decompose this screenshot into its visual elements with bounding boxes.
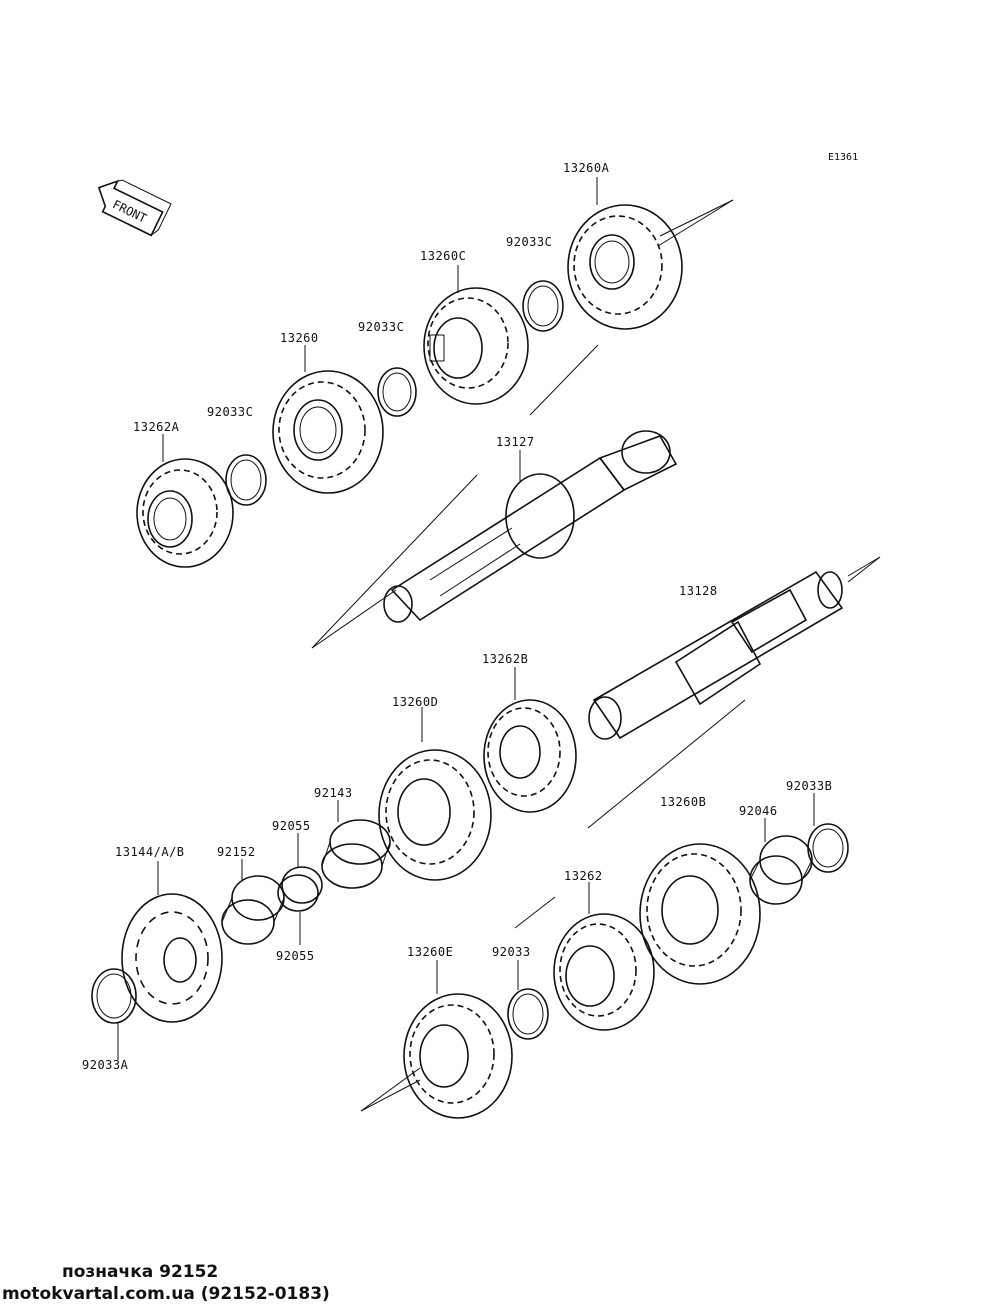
- label-13262B: 13262B: [482, 652, 528, 666]
- label-92033C-3: 92033C: [207, 405, 253, 419]
- label-13260D: 13260D: [392, 695, 438, 709]
- footer-source: motokvartal.com.ua (92152-0183): [2, 1284, 330, 1304]
- footer-part-note: позначка 92152: [62, 1262, 219, 1282]
- gear-13260D: [378, 749, 492, 881]
- label-92055-top: 92055: [272, 819, 311, 833]
- diagram-code: E1361: [828, 152, 858, 163]
- label-92033C-2: 92033C: [358, 320, 404, 334]
- label-92152: 92152: [217, 845, 256, 859]
- label-13144-A-B: 13144/A/B: [115, 845, 185, 859]
- shaft-13128: [588, 570, 844, 740]
- shaft-13127: [383, 430, 678, 623]
- circlip-92033A: [91, 968, 137, 1024]
- label-92033B: 92033B: [786, 779, 832, 793]
- label-13260: 13260: [280, 331, 319, 345]
- front-label: FRONT: [110, 197, 149, 225]
- label-92033A: 92033A: [82, 1058, 129, 1072]
- gear-13262A: [136, 458, 234, 568]
- bearing-92046: [749, 835, 813, 905]
- front-arrow-icon: FRONT: [97, 179, 172, 237]
- gear-13260A: [567, 204, 683, 330]
- bushing-92152: [221, 875, 285, 945]
- label-92046: 92046: [739, 804, 778, 818]
- label-92033: 92033: [492, 945, 531, 959]
- circlip-92033C-2: [377, 367, 417, 417]
- label-13260A: 13260A: [563, 161, 610, 175]
- bushing-92143: [321, 819, 391, 889]
- gear-13262B: [483, 699, 577, 813]
- circlip-92033: [507, 988, 549, 1040]
- lower-axis-line: [847, 556, 881, 577]
- circlip-92033C-3: [225, 454, 267, 506]
- circlip-92033C-1: [522, 280, 564, 332]
- circlip-92033B: [807, 823, 849, 873]
- label-92143: 92143: [314, 786, 353, 800]
- label-13262: 13262: [564, 869, 603, 883]
- ring-92055: [277, 866, 323, 912]
- label-13128: 13128: [679, 584, 718, 598]
- label-92055-bottom: 92055: [276, 949, 315, 963]
- label-13260E: 13260E: [407, 945, 453, 959]
- upper-axis-line: [659, 199, 734, 237]
- gear-13260B: [639, 843, 761, 985]
- gear-13262: [553, 913, 655, 1031]
- gear-13260: [272, 370, 384, 494]
- sprocket-13144: [121, 893, 223, 1023]
- label-13260B: 13260B: [660, 795, 706, 809]
- label-13262A: 13262A: [133, 420, 180, 434]
- label-92033C-1: 92033C: [506, 235, 552, 249]
- gear-13260E: [403, 993, 513, 1119]
- label-13260C: 13260C: [420, 249, 466, 263]
- gear-13260C: [423, 287, 529, 405]
- label-13127: 13127: [496, 435, 535, 449]
